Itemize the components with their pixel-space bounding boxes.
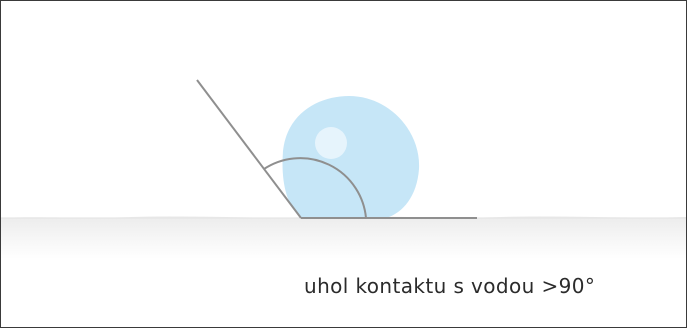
droplet-highlight [315,127,347,159]
tangent-line [196,79,302,219]
contact-angle-caption: uhol kontaktu s vodou >90° [304,274,596,298]
surface [1,216,686,259]
angle-arc [263,157,367,219]
water-droplet [282,96,420,218]
